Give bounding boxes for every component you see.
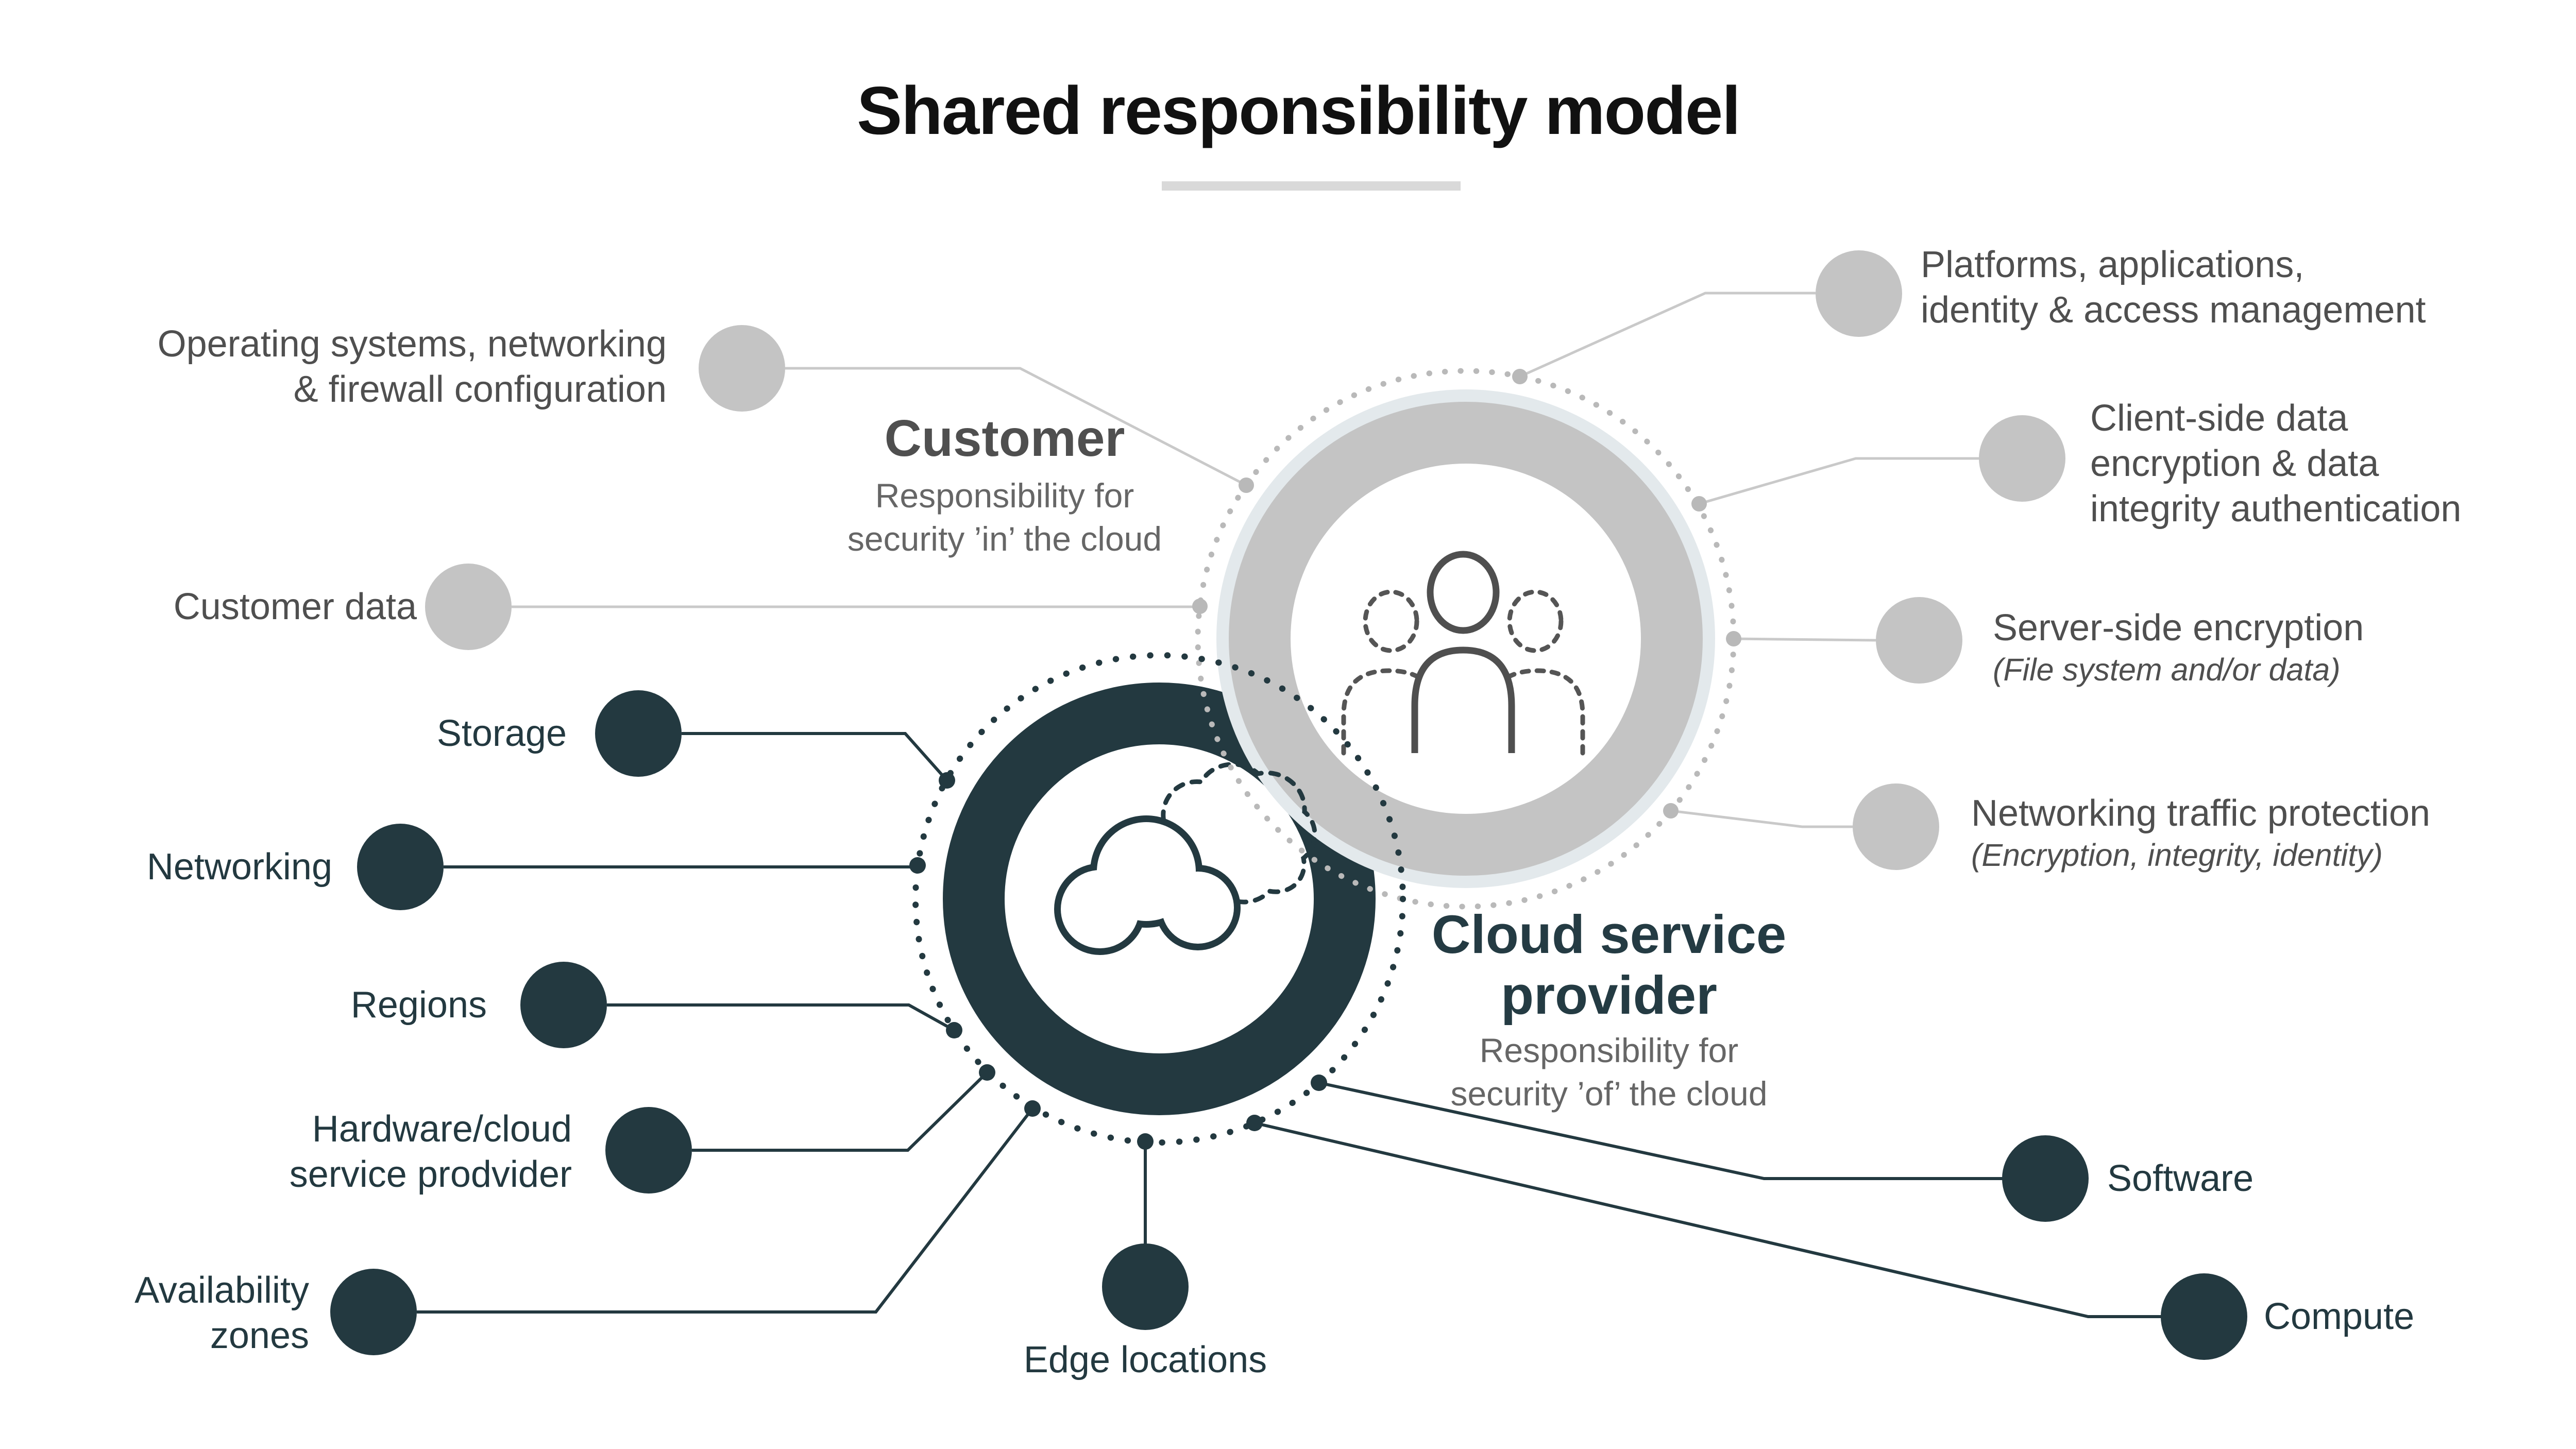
connector-net-traffic [1670, 809, 1853, 828]
label-hardware-line2: service prodvider [289, 1154, 572, 1195]
connector-client-side [1699, 457, 1979, 505]
label-op-systems: Operating systems, networking & firewall… [158, 321, 667, 412]
label-software: Software [2107, 1158, 2254, 1199]
connector-op-systems [785, 367, 1247, 487]
node-software [1311, 1075, 1327, 1091]
provider-heading-line1: Cloud service [1431, 905, 1787, 965]
label-hardware: Hardware/cloud service prodvider [290, 1106, 572, 1197]
label-client-side: Client-side data encryption & data integ… [2090, 396, 2461, 532]
node-regions [946, 1022, 962, 1038]
provider-dotted-orbit [912, 652, 1406, 1146]
customer-heading: Customer [884, 410, 1125, 467]
label-platforms-line2: identity & access management [1921, 289, 2426, 331]
provider-subheading: Responsibility for security ’of’ the clo… [1450, 1029, 1767, 1115]
dot-hardware [605, 1107, 692, 1194]
customer-sub-line2: security ’in’ the cloud [847, 520, 1162, 558]
node-client-side [1691, 496, 1707, 512]
cloud-fill [1061, 822, 1234, 948]
label-op-systems-line2: & firewall configuration [293, 369, 667, 410]
provider-item-dots [330, 690, 2247, 1360]
connector-server-side [1733, 637, 1876, 642]
label-availability-line1: Availability [134, 1270, 309, 1311]
label-customer-data: Customer data [173, 586, 417, 627]
connector-compute [1254, 1121, 2161, 1318]
label-hardware-line1: Hardware/cloud [312, 1109, 572, 1150]
dot-storage [595, 690, 682, 777]
node-platforms [1512, 369, 1528, 384]
connector-regions [607, 1003, 955, 1032]
dot-net-traffic [1853, 783, 1939, 870]
node-availability [1024, 1100, 1041, 1117]
label-client-side-line1: Client-side data [2090, 398, 2348, 439]
label-server-side-note: (File system and/or data) [1993, 652, 2341, 687]
label-server-side-main: Server-side encryption [1993, 607, 2364, 649]
customer-connectors [512, 292, 1979, 828]
label-client-side-line2: encryption & data [2090, 443, 2379, 484]
dot-software [2002, 1135, 2089, 1222]
dot-client-side [1979, 415, 2065, 502]
customer-circle [1216, 389, 1715, 888]
label-regions: Regions [350, 984, 487, 1026]
label-platforms-line1: Platforms, applications, [1921, 244, 2304, 285]
dot-compute [2161, 1273, 2247, 1360]
node-customer-data [1192, 599, 1208, 614]
label-networking: Networking [146, 846, 332, 888]
customer-item-dots [425, 250, 2065, 870]
label-edge-locations: Edge locations [1023, 1339, 1267, 1380]
provider-connectors [417, 732, 2161, 1318]
provider-heading: Cloud service provider [1432, 905, 1787, 1026]
dot-op-systems [699, 325, 785, 412]
person-head [1427, 551, 1500, 634]
provider-heading-line2: provider [1500, 965, 1718, 1026]
connector-platforms [1519, 292, 1816, 378]
people-icon [1341, 551, 1585, 756]
node-networking [909, 857, 926, 874]
dot-platforms [1816, 250, 1902, 337]
customer-subheading: Responsibility for security ’in’ the clo… [848, 474, 1162, 560]
node-op-systems [1239, 478, 1254, 493]
title-divider [1162, 181, 1461, 191]
label-storage: Storage [436, 713, 567, 754]
dashed-person-right-head [1507, 589, 1564, 653]
provider-sub-line1: Responsibility for [1479, 1031, 1739, 1069]
provider-sub-line2: security ’of’ the cloud [1450, 1075, 1768, 1113]
label-client-side-line3: integrity authentication [2090, 488, 2462, 530]
node-storage [939, 772, 955, 789]
customer-orbit-nodes [1192, 369, 1741, 819]
label-compute: Compute [2264, 1296, 2415, 1337]
dot-edge [1102, 1243, 1189, 1330]
dot-networking [357, 824, 444, 910]
page-title: Shared responsibility model [857, 73, 1741, 148]
node-server-side [1726, 631, 1741, 646]
dashed-person-left-head [1363, 589, 1419, 653]
dashed-cloud-shape [1157, 762, 1317, 905]
dot-customer-data [425, 564, 512, 650]
label-op-systems-line1: Operating systems, networking [157, 323, 667, 365]
node-net-traffic [1663, 803, 1679, 819]
provider-orbit-nodes [909, 772, 1327, 1150]
dot-server-side [1876, 597, 1962, 684]
label-net-traffic-main: Networking traffic protection [1971, 793, 2431, 834]
cloud-icon [1054, 762, 1317, 955]
label-availability: Availability zones [134, 1268, 309, 1358]
connector-availability [417, 1107, 1034, 1314]
label-platforms: Platforms, applications, identity & acce… [1921, 242, 2426, 333]
label-server-side: Server-side encryption (File system and/… [1993, 605, 2364, 689]
dot-regions [520, 962, 607, 1048]
connector-storage [682, 732, 948, 781]
label-net-traffic-note: (Encryption, integrity, identity) [1971, 838, 2383, 873]
label-availability-line2: zones [210, 1315, 309, 1356]
connector-hardware [692, 1071, 989, 1152]
dot-availability [330, 1269, 417, 1355]
customer-sub-line1: Responsibility for [875, 476, 1134, 515]
label-net-traffic: Networking traffic protection (Encryptio… [1971, 791, 2430, 874]
person-body [1411, 646, 1515, 753]
connector-software [1318, 1081, 2003, 1180]
node-edge [1137, 1133, 1154, 1150]
node-compute [1246, 1115, 1263, 1131]
node-hardware [979, 1064, 995, 1081]
